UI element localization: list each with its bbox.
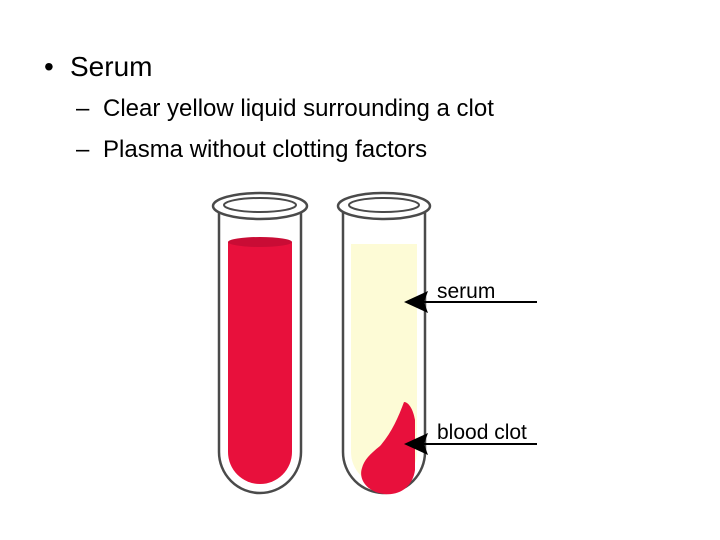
clotted-blood-tube [336, 191, 432, 495]
tube-rim-inner [223, 197, 297, 213]
serum-arrowhead-icon [404, 291, 428, 313]
sub-point-marker: – [76, 136, 90, 163]
clot-pointer: blood clot [404, 421, 537, 455]
sub-point-marker: – [76, 95, 90, 122]
sub-point-text: Clear yellow liquid surrounding a clot [103, 95, 494, 122]
sub-point-text: Plasma without clotting factors [103, 136, 428, 163]
clot-arrowhead-icon [404, 433, 428, 455]
serum-pointer: serum [404, 280, 537, 313]
whole-blood-fill [228, 242, 292, 484]
tube-rim-inner [348, 197, 420, 213]
blood-clot-label: blood clot [437, 421, 527, 444]
bullet-text: Serum [70, 51, 153, 82]
blood-meniscus [228, 237, 292, 247]
serum-label: serum [437, 280, 495, 303]
bullet-marker: • [44, 51, 54, 82]
sub-point-plasma: –Plasma without clotting factors [76, 135, 427, 165]
whole-blood-tube [211, 191, 309, 495]
bullet-serum: • Serum [44, 50, 152, 84]
sub-point-clear-liquid: –Clear yellow liquid surrounding a clot [76, 94, 494, 124]
blood-clot [361, 402, 415, 495]
